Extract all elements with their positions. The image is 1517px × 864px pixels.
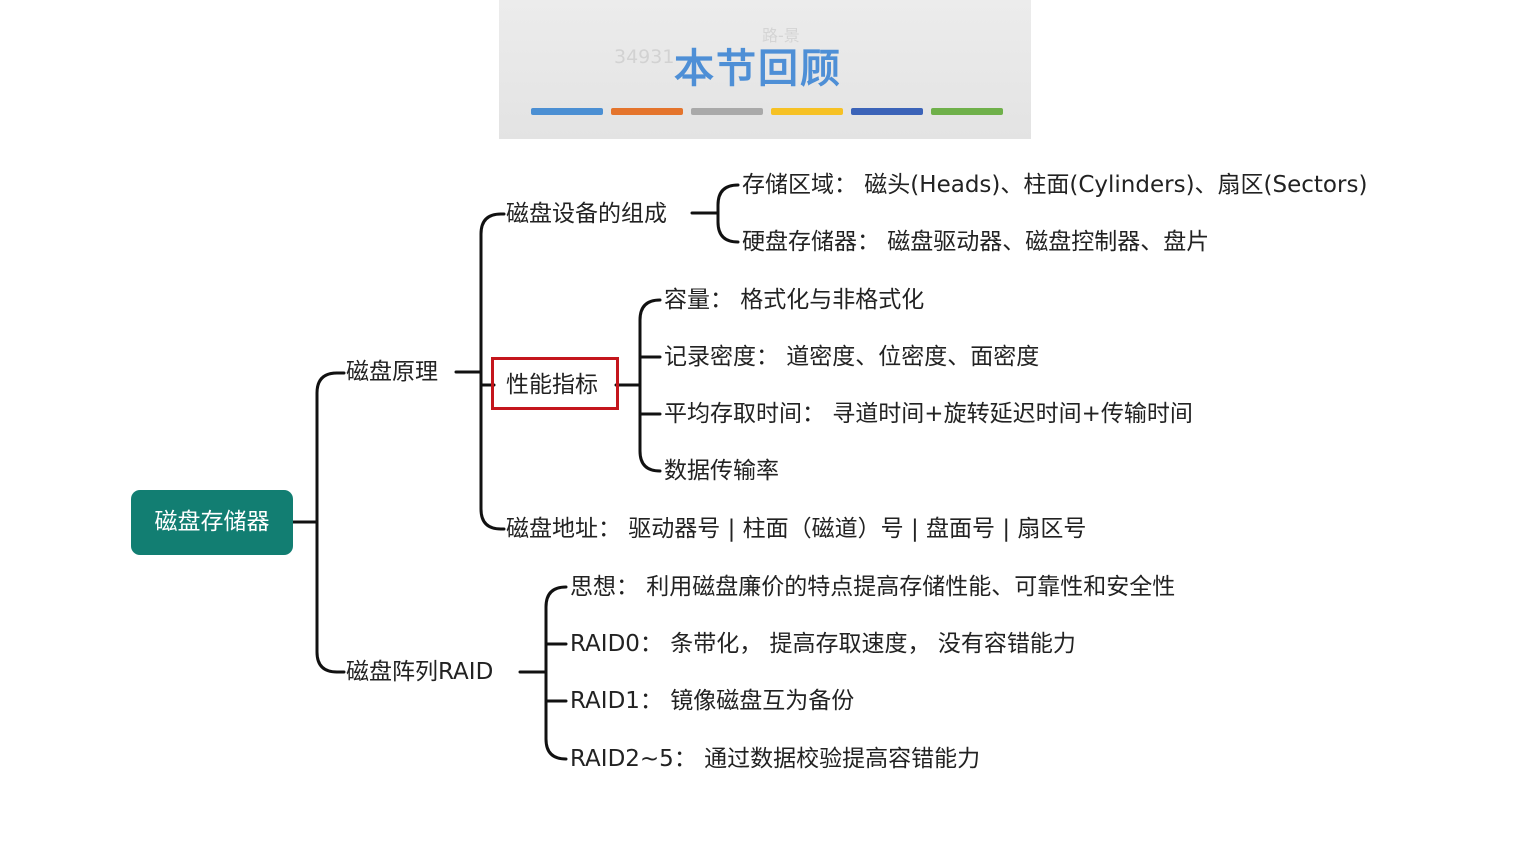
root-node: 磁盘存储器: [131, 490, 293, 555]
node-disk-principle: 磁盘原理: [346, 359, 438, 385]
highlight-box: [491, 357, 619, 410]
node-access-time: 平均存取时间： 寻道时间+旋转延迟时间+传输时间: [664, 401, 1193, 427]
color-bar-3: [691, 108, 763, 115]
watermark-number: 34931: [614, 46, 675, 68]
bracket-raid: [544, 585, 568, 761]
node-address: 磁盘地址： 驱动器号 | 柱面（磁道）号 | 盘面号 | 扇区号: [506, 516, 1087, 542]
color-bar-5: [851, 108, 923, 115]
bracket-principle: [479, 212, 503, 531]
node-density: 记录密度： 道密度、位密度、面密度: [664, 344, 1040, 370]
node-raid-idea: 思想： 利用磁盘廉价的特点提高存储性能、可靠性和安全性: [570, 574, 1176, 600]
watermark-top: 路-景: [762, 26, 800, 45]
node-hard-disk: 硬盘存储器： 磁盘驱动器、磁盘控制器、盘片: [742, 229, 1210, 255]
bracket-composition: [716, 183, 740, 244]
node-raid: 磁盘阵列RAID: [346, 659, 494, 685]
color-bar-2: [611, 108, 683, 115]
node-raid1: RAID1： 镜像磁盘互为备份: [570, 688, 855, 714]
color-bar-1: [531, 108, 603, 115]
bracket-performance: [638, 298, 662, 473]
node-performance: 性能指标: [506, 372, 598, 398]
page-title: 本节回顾: [674, 45, 842, 92]
color-bar-6: [931, 108, 1003, 115]
node-transfer-rate: 数据传输率: [664, 458, 779, 484]
node-composition: 磁盘设备的组成: [506, 201, 667, 227]
node-raid0: RAID0： 条带化， 提高存取速度， 没有容错能力: [570, 631, 1076, 657]
color-bar-4: [771, 108, 843, 115]
node-capacity: 容量： 格式化与非格式化: [664, 287, 925, 313]
bracket-root: [315, 371, 339, 674]
node-raid2-5: RAID2~5： 通过数据校验提高容错能力: [570, 746, 981, 772]
node-storage-area: 存储区域： 磁头(Heads)、柱面(Cylinders)、扇区(Sectors…: [742, 172, 1368, 198]
header-panel: [499, 0, 1031, 139]
